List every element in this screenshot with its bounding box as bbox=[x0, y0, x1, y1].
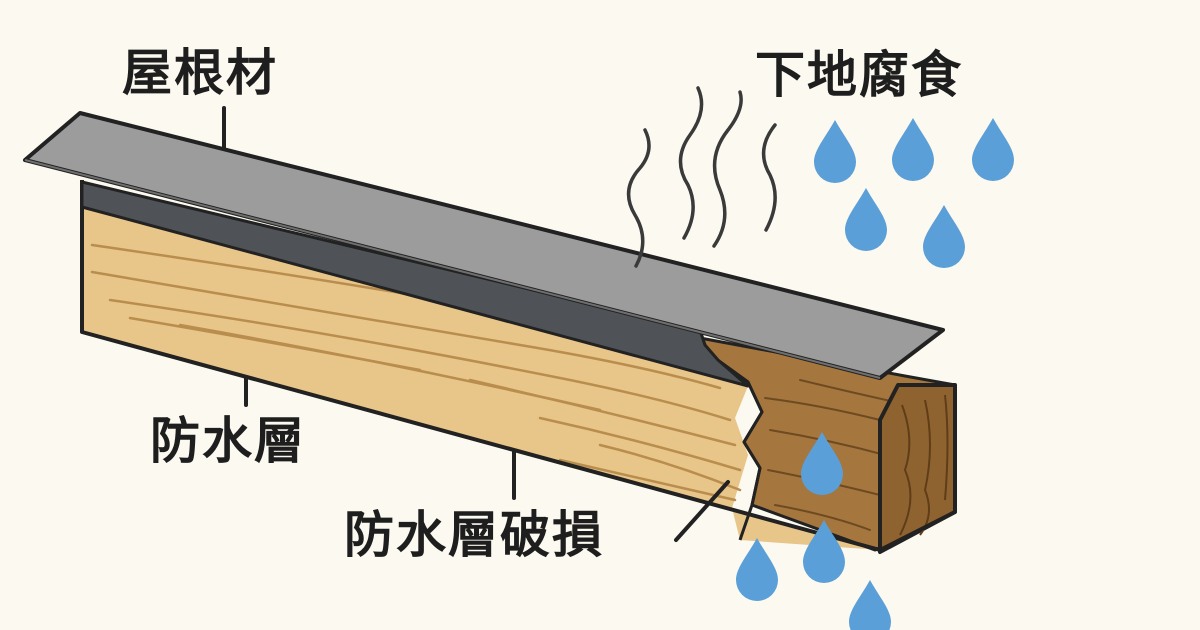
wooden-beam bbox=[80, 180, 957, 554]
beam-front-face bbox=[82, 205, 880, 550]
water-drops bbox=[736, 118, 1014, 630]
roof-material-label: 屋根材 bbox=[122, 44, 278, 102]
water-drop-icon bbox=[803, 520, 845, 583]
water-drop-icon bbox=[972, 118, 1014, 181]
water-drop-icon bbox=[892, 118, 934, 181]
water-drop-icon bbox=[923, 205, 965, 268]
water-drop-icon bbox=[845, 188, 887, 251]
odor-wavy-line-icon bbox=[678, 86, 704, 240]
leader-line-damage-pointer bbox=[674, 480, 730, 542]
water-drop-icon bbox=[736, 538, 778, 601]
waterproof-damage-label: 防水層破損 bbox=[344, 506, 604, 564]
water-drop-icon bbox=[814, 120, 856, 183]
water-drop-icon bbox=[801, 432, 843, 495]
odor-wavy-lines bbox=[626, 86, 777, 268]
odor-wavy-line-icon bbox=[626, 128, 651, 268]
odor-wavy-line-icon bbox=[761, 123, 777, 232]
beam-outline bbox=[80, 180, 957, 552]
beam-end-face bbox=[878, 383, 957, 554]
substrate-corrosion-label: 下地腐食 bbox=[755, 46, 963, 104]
water-drop-icon bbox=[849, 580, 891, 630]
roof-sheet-edge bbox=[24, 159, 881, 379]
beam-end-texture bbox=[899, 394, 949, 536]
waterproof-layer-label: 防水層 bbox=[150, 412, 306, 470]
odor-wavy-line-icon bbox=[712, 90, 743, 248]
